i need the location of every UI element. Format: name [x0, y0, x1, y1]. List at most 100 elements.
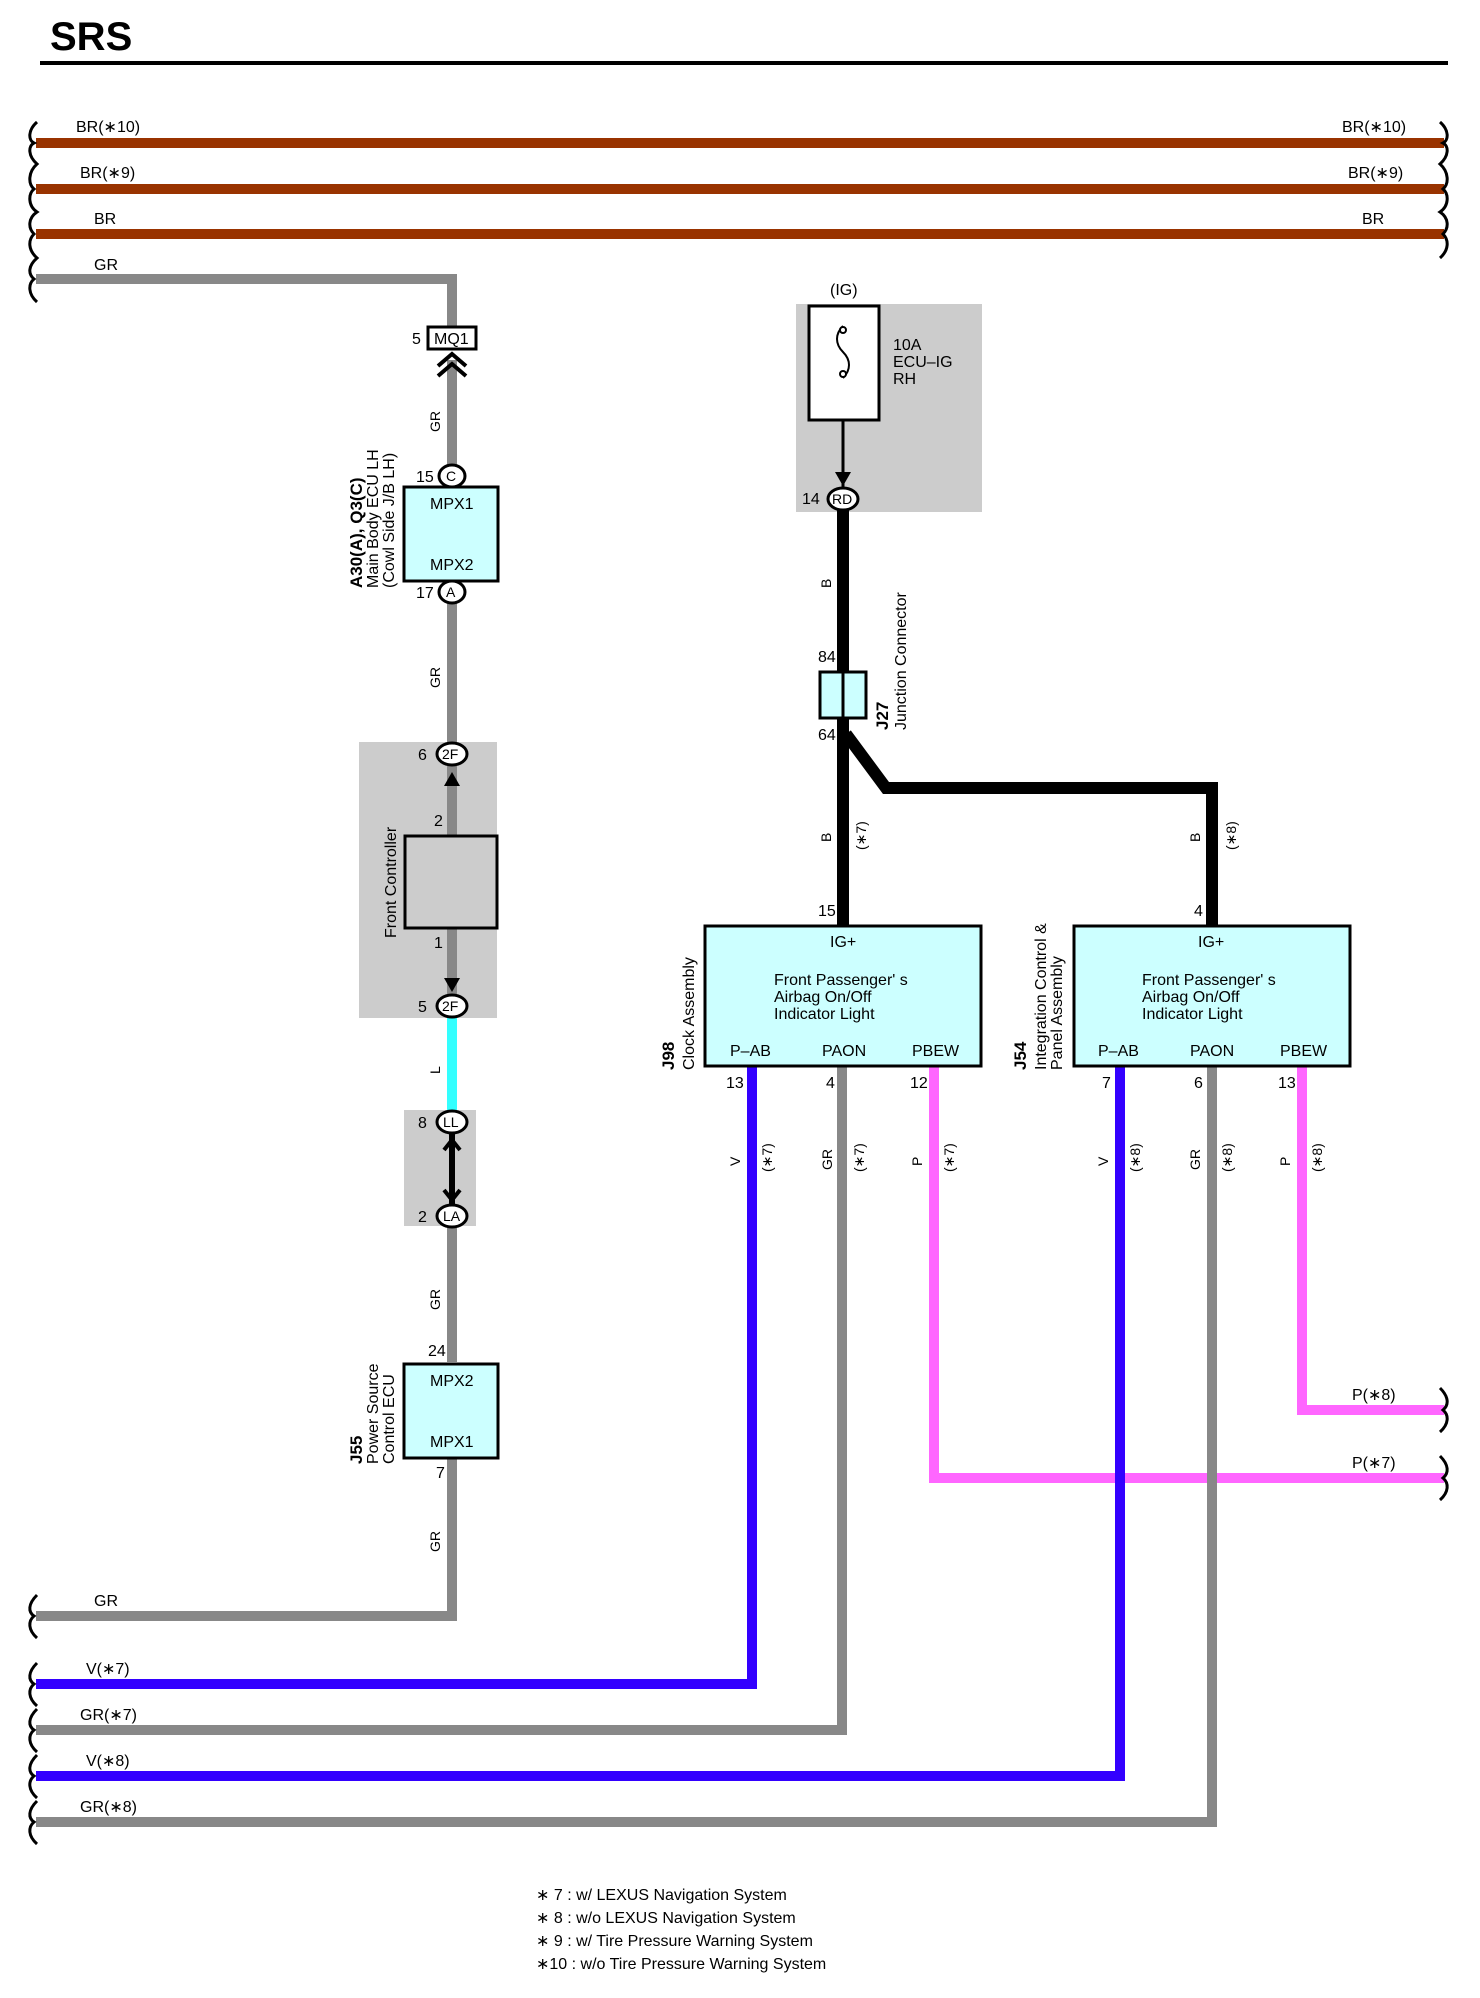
fc-arrow-down-icon [444, 978, 460, 992]
mq1-box [426, 325, 478, 351]
ecu-pin-top: 15 [416, 469, 434, 486]
wire-label-gr-4: GR [427, 1531, 443, 1552]
ig-fuse: (IG) 10A ECU–IG RH RD 14 [802, 282, 953, 512]
conn-2f-bottom-label: 2F [442, 998, 458, 1014]
j98-box [703, 924, 983, 1068]
j98-name: Clock Assembly [681, 957, 698, 1070]
pse-pin-top: 24 [428, 1343, 446, 1360]
fc-pin-top: 6 [418, 747, 427, 764]
j98-note2: (∗7) [851, 1143, 867, 1172]
break-mark-right-top [1437, 120, 1449, 260]
j54-line2: Airbag On/Off [1142, 989, 1240, 1006]
jc-box-left [818, 670, 845, 720]
pse-id: J55 [347, 1436, 366, 1464]
j98-line1: Front Passenger' s [774, 972, 908, 989]
wire-gr-top [36, 274, 457, 330]
legend-line-4: ∗10 : w/o Tire Pressure Warning System [536, 1956, 826, 1973]
j98-wire-b: B [818, 833, 834, 842]
mq1-pin: 5 [412, 331, 421, 348]
break-mark-left-bottom [28, 1593, 39, 1640]
j54-w2: GR [1187, 1149, 1203, 1170]
front-controller: 2F 6 2 1 2F 5 Front Controller [383, 741, 499, 1019]
j54-ig: IG+ [1198, 934, 1224, 951]
j98-pin2: 4 [826, 1075, 835, 1092]
j54-pin3: 13 [1278, 1075, 1296, 1092]
label-left-br: BR [94, 211, 116, 228]
j54-w3: P [1277, 1157, 1293, 1166]
power-source-ecu: 24 MPX2 MPX1 7 J55 Power Source Control … [347, 1343, 500, 1482]
break-mark-left-top [28, 120, 40, 304]
label-bottom-v8: V(∗8) [86, 1753, 130, 1770]
label-right-p7: P(∗7) [1352, 1455, 1396, 1472]
break-mark-right-p8 [1438, 1386, 1449, 1434]
j54-w1: V [1095, 1156, 1111, 1166]
ecu-name-2: (Cowl Side J/B LH) [381, 453, 398, 588]
label-right-br: BR [1362, 211, 1384, 228]
label-left-br9: BR(∗9) [80, 165, 135, 182]
j98-id: J98 [659, 1042, 678, 1070]
j54-term2: PAON [1190, 1043, 1234, 1060]
left-break-marks [28, 120, 40, 1846]
wire-label-gr-3: GR [427, 1289, 443, 1310]
fuse-symbol-icon [836, 325, 850, 379]
fuse-terminal-bottom [839, 370, 847, 378]
break-mark-left-gr7 [28, 1707, 39, 1754]
wire-v7 [36, 1066, 757, 1689]
j98-term2: PAON [822, 1043, 866, 1060]
j54-note3: (∗8) [1309, 1143, 1325, 1172]
ecu-term-top: MPX1 [430, 496, 474, 513]
j54-line3: Indicator Light [1142, 1006, 1243, 1023]
j98-w1: V [727, 1156, 743, 1166]
fc-inner-top: 2 [434, 813, 443, 830]
j54-name-2: Panel Assembly [1049, 956, 1066, 1070]
conn-a-label: A [446, 584, 456, 600]
junction-connector: B 84 64 J27 Junction Connector [818, 579, 910, 744]
j98-pin-ig: 15 [818, 903, 836, 920]
wire-label-gr-1: GR [427, 411, 443, 432]
conn-la-icon [435, 1203, 469, 1229]
j98-term3: PBEW [912, 1043, 960, 1060]
power-source-ecu-box [402, 1362, 500, 1460]
label-left-gr: GR [94, 257, 118, 274]
j98-term1: P–AB [730, 1043, 771, 1060]
page-title: SRS [50, 15, 132, 59]
jc-box-right [841, 670, 868, 720]
mq1-chevron-icon [436, 351, 468, 368]
j54-wire-b: B [1187, 833, 1203, 842]
wire-label-gr-2: GR [427, 667, 443, 688]
fc-inner-bottom: 1 [434, 935, 443, 952]
la-pin: 2 [418, 1209, 427, 1226]
pse-name-2: Control ECU [381, 1374, 398, 1464]
j98-w3: P [909, 1157, 925, 1166]
j54-term3: PBEW [1280, 1043, 1328, 1060]
j54-integration-panel: B (∗8) 4 IG+ Front Passenger' s Airbag O… [1011, 821, 1352, 1172]
conn-rd-label: RD [832, 491, 852, 507]
j54-wire-note: (∗8) [1223, 821, 1239, 850]
main-body-ecu: C 15 A 17 MPX1 MPX2 A30(A), Q3(C) Main B… [347, 449, 500, 605]
wire-gr-4 [36, 1456, 457, 1621]
pse-term-bottom: MPX1 [430, 1434, 474, 1451]
jc-pin-bottom: 64 [818, 727, 836, 744]
conn-ll-label: LL [443, 1114, 459, 1130]
j54-line1: Front Passenger' s [1142, 972, 1276, 989]
j98-pin3: 12 [910, 1075, 928, 1092]
jc-name: Junction Connector [893, 591, 910, 730]
conn-la-label: LA [443, 1208, 461, 1224]
label-right-br9: BR(∗9) [1348, 165, 1403, 182]
conn-ll-icon [435, 1109, 469, 1135]
j54-pin-ig: 4 [1194, 903, 1203, 920]
jc-wire-b: B [818, 579, 834, 588]
break-mark-left-v7 [28, 1661, 39, 1708]
label-left-br10: BR(∗10) [76, 119, 140, 136]
wire-label-l: L [427, 1066, 443, 1074]
fc-name: Front Controller [383, 826, 400, 938]
j98-w2: GR [819, 1149, 835, 1170]
fuse-box [807, 304, 881, 422]
left-gr-path [36, 274, 457, 1621]
la-chevron-icon [442, 1188, 462, 1204]
fc-pin-bottom: 5 [418, 999, 427, 1016]
conn-a-icon [437, 579, 467, 605]
mq1-label: MQ1 [434, 331, 469, 348]
ecu-id: A30(A), Q3(C) [347, 477, 366, 588]
j54-name-1: Integration Control & [1033, 923, 1050, 1070]
